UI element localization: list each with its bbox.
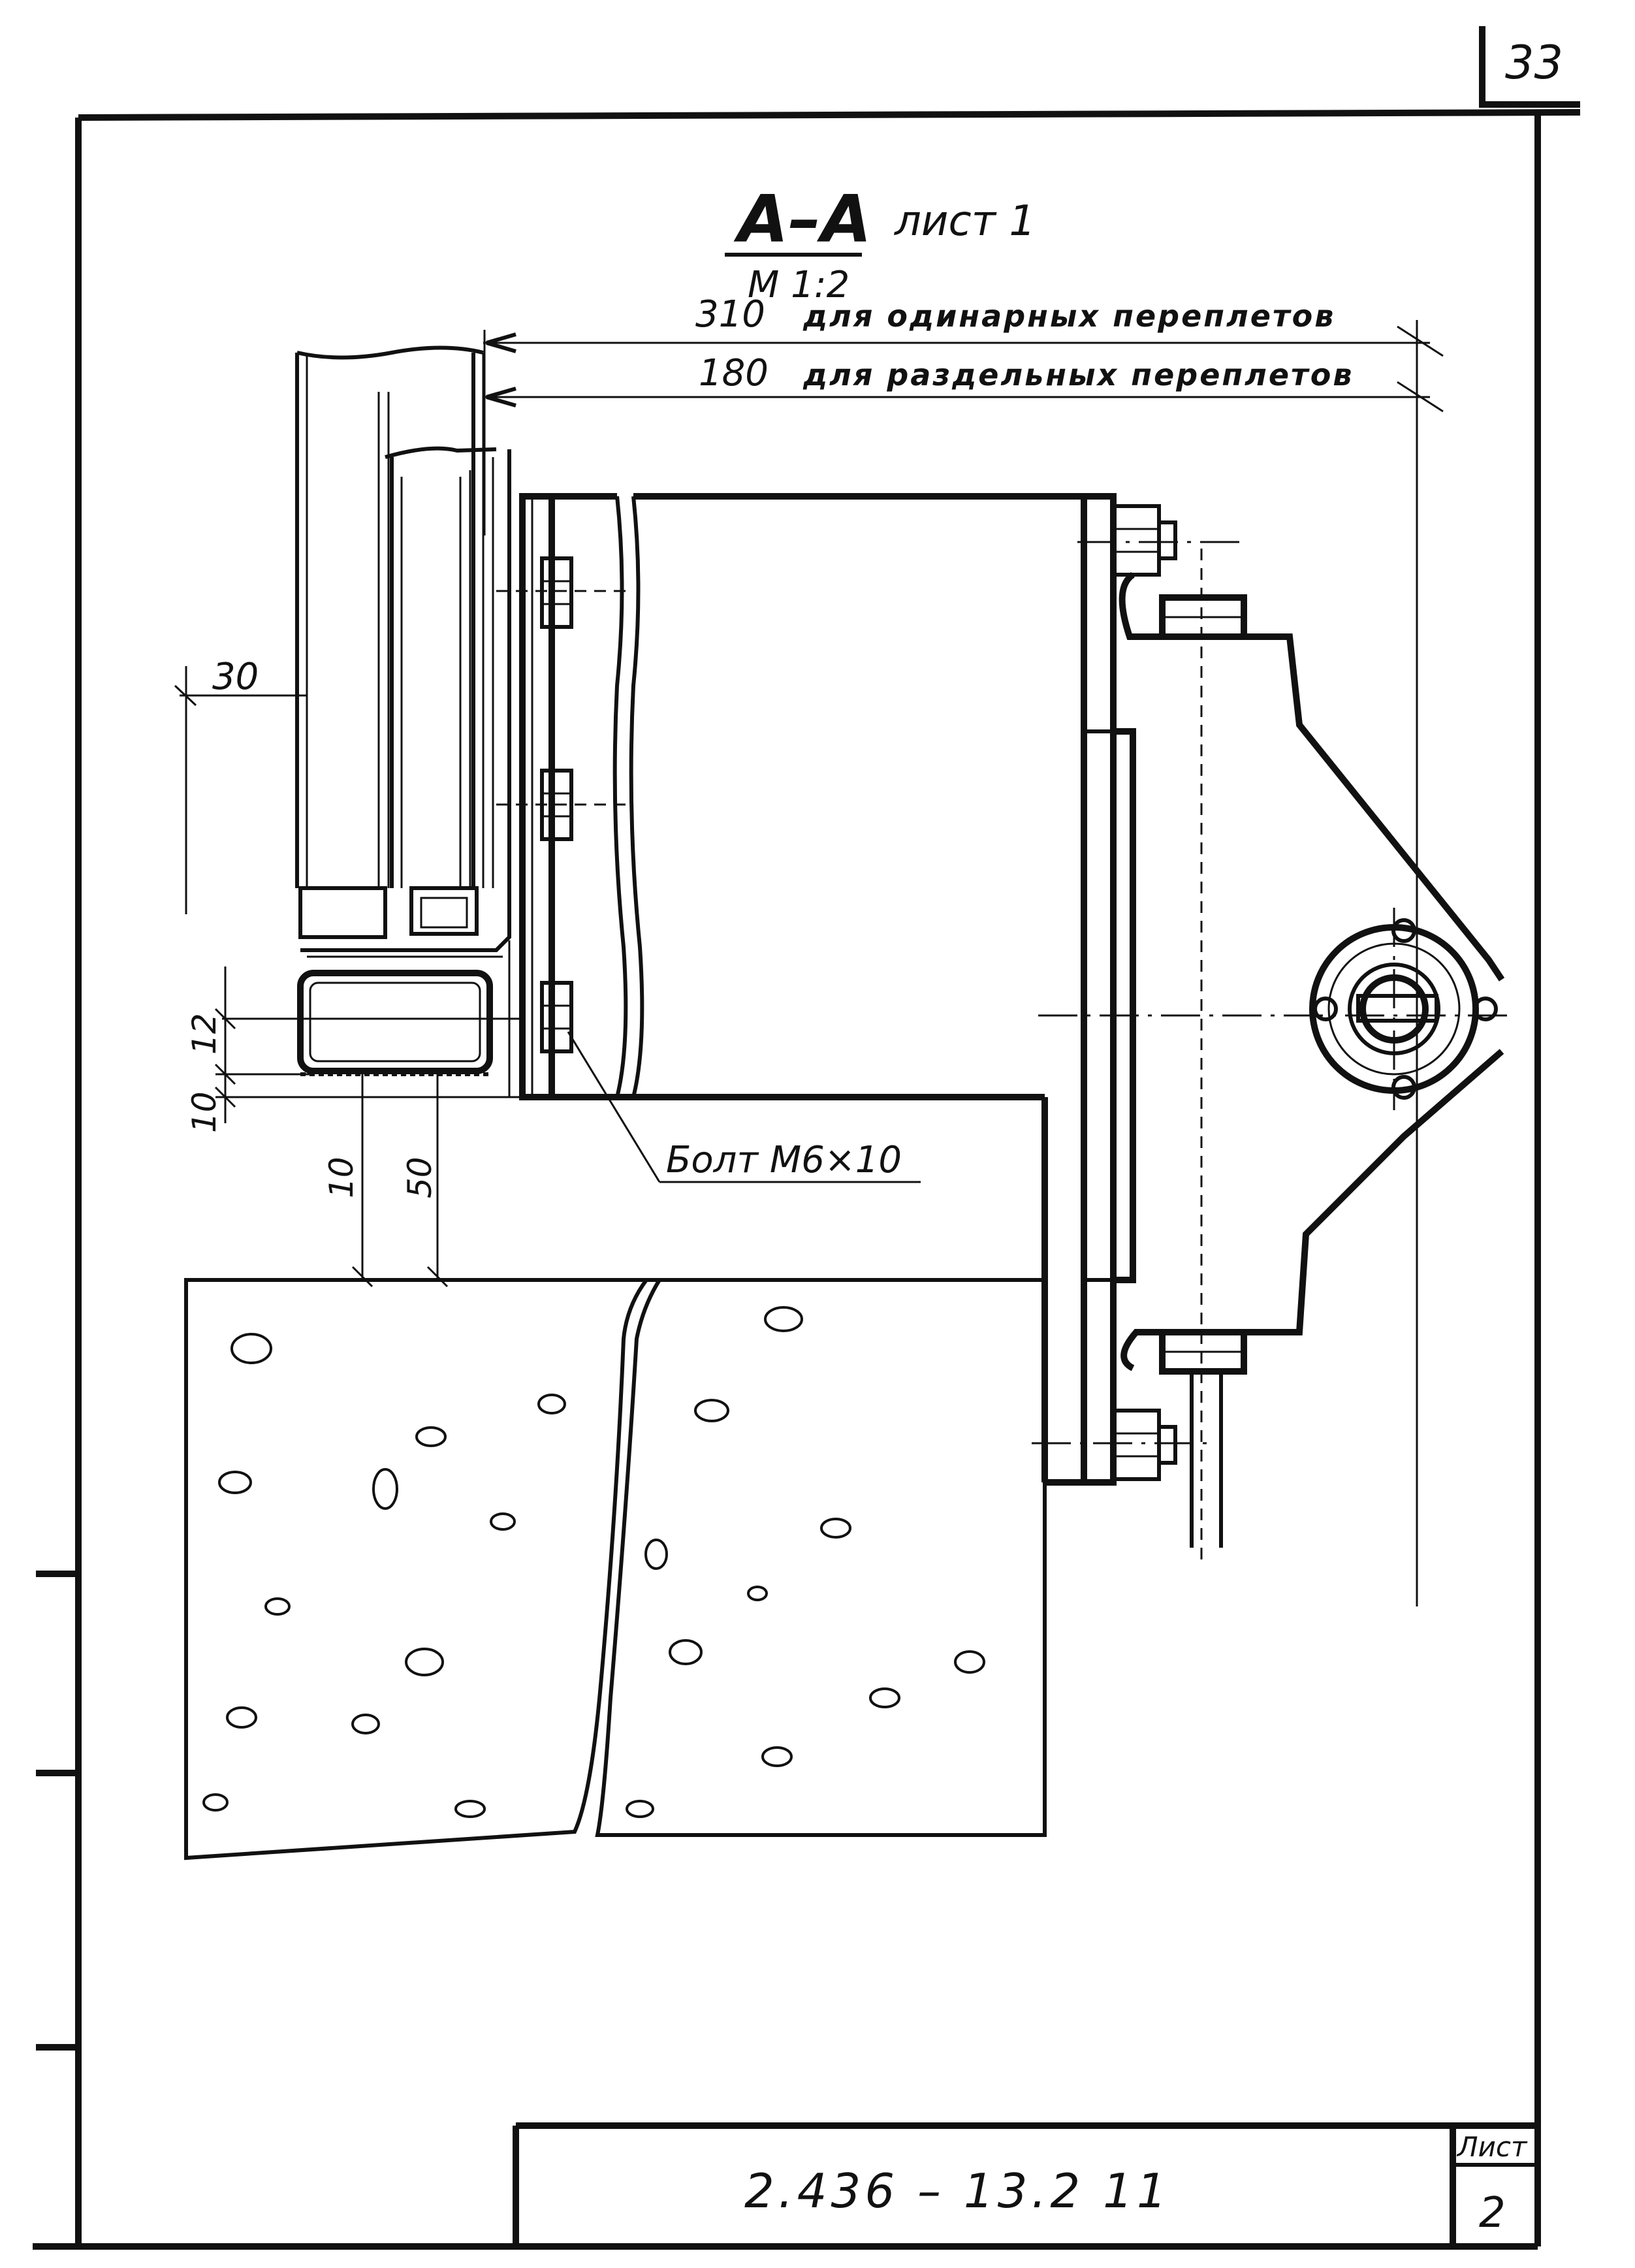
dimension-30: 30 bbox=[174, 656, 307, 914]
dim-310-value: 310 bbox=[695, 293, 765, 336]
mounting-plate bbox=[519, 493, 555, 1100]
dim-310-text: для одинарных переплетов bbox=[802, 298, 1335, 334]
dim-10-left: 10 bbox=[185, 1091, 223, 1133]
section-title: А–А лист 1 М 1:2 bbox=[725, 181, 1036, 306]
section-label: А–А bbox=[733, 181, 872, 257]
dim-10-bottom: 10 bbox=[323, 1157, 360, 1198]
aggregate-marks bbox=[202, 1306, 985, 1818]
dim-180-text: для раздельных переплетов bbox=[802, 357, 1354, 392]
bracket-top-bolt bbox=[1111, 504, 1177, 577]
hinge-pin bbox=[1309, 908, 1498, 1110]
concrete-section bbox=[184, 1278, 1047, 1861]
dimension-10-left: 10 bbox=[185, 1086, 522, 1133]
sash-bottom-profiles bbox=[297, 882, 511, 1097]
dim-50: 50 bbox=[401, 1157, 439, 1198]
plate-bolts bbox=[496, 556, 627, 1053]
bolt-label: Болт М6×10 bbox=[666, 1139, 902, 1181]
dimension-12: 12 bbox=[185, 966, 522, 1123]
sheet-number: 33 bbox=[1505, 36, 1563, 89]
dimension-180: 180 для раздельных переплетов bbox=[483, 352, 1444, 413]
dim-30: 30 bbox=[212, 656, 259, 698]
sheet-number-box: 33 bbox=[1479, 26, 1580, 108]
sheet-value: 2 bbox=[1479, 2189, 1506, 2237]
bracket-bottom-bolt bbox=[1111, 1409, 1177, 1481]
drawing-frame bbox=[33, 109, 1581, 2250]
section-sheet-ref: лист 1 bbox=[893, 197, 1036, 246]
hinge-casting bbox=[1119, 549, 1505, 1561]
dim-180-value: 180 bbox=[699, 352, 769, 394]
dimension-310: 310 для одинарных переплетов bbox=[483, 293, 1444, 357]
dimension-10-50: 10 50 bbox=[323, 1074, 449, 1288]
bolt-callout: Болт М6×10 bbox=[567, 1031, 921, 1183]
dim-12: 12 bbox=[185, 1013, 223, 1055]
sheet-label: Лист bbox=[1456, 2131, 1528, 2163]
document-code: 2.436 – 13.2 11 bbox=[744, 2164, 1171, 2218]
window-frame-profile bbox=[295, 345, 511, 888]
title-block: 2.436 – 13.2 11 Лист 2 bbox=[513, 2122, 1538, 2246]
section-scale: М 1:2 bbox=[748, 264, 849, 306]
